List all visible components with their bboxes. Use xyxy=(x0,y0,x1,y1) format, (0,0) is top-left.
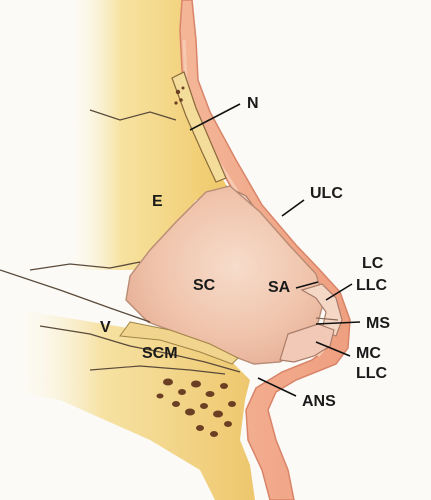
label-ULC: ULC xyxy=(310,185,343,202)
label-V: V xyxy=(100,319,111,336)
lower-lateral-cartilage-medial-crus xyxy=(279,323,335,363)
suture-line-upper xyxy=(89,109,177,121)
label-N: N xyxy=(247,95,259,112)
leader-SA xyxy=(295,281,319,289)
nasal-bone xyxy=(171,71,227,183)
suture-line-vomer xyxy=(0,269,151,323)
label-MC: MC xyxy=(356,345,381,362)
leader-ANS xyxy=(257,377,297,397)
maxilla-bone-region xyxy=(0,310,255,500)
ethmoid-bone-region xyxy=(60,0,232,270)
label-SA: SA xyxy=(268,279,291,296)
label-E: E xyxy=(152,193,163,210)
vomer-bone xyxy=(119,321,239,365)
leader-MS xyxy=(315,321,361,325)
label-ANS: ANS xyxy=(302,393,336,410)
suture-line-scm xyxy=(89,365,226,375)
leader-MC xyxy=(315,341,351,357)
leader-LLC-upper xyxy=(325,283,353,301)
suture-line-mid xyxy=(29,261,141,271)
anterior-nasal-spine-cancellous xyxy=(156,378,236,437)
suture-line-low xyxy=(39,325,241,373)
leader-N xyxy=(189,103,241,131)
label-MS: MS xyxy=(366,315,390,332)
label-LLC-upper: LLC xyxy=(356,277,388,294)
nasal-bone-pores xyxy=(174,86,185,105)
label-LC: LC xyxy=(362,255,384,272)
membranous-septum xyxy=(315,317,339,321)
label-SCM: SCM xyxy=(142,345,178,362)
leader-ULC xyxy=(281,199,305,217)
label-SC: SC xyxy=(193,277,216,294)
label-LLC-lower: LLC xyxy=(356,365,388,382)
